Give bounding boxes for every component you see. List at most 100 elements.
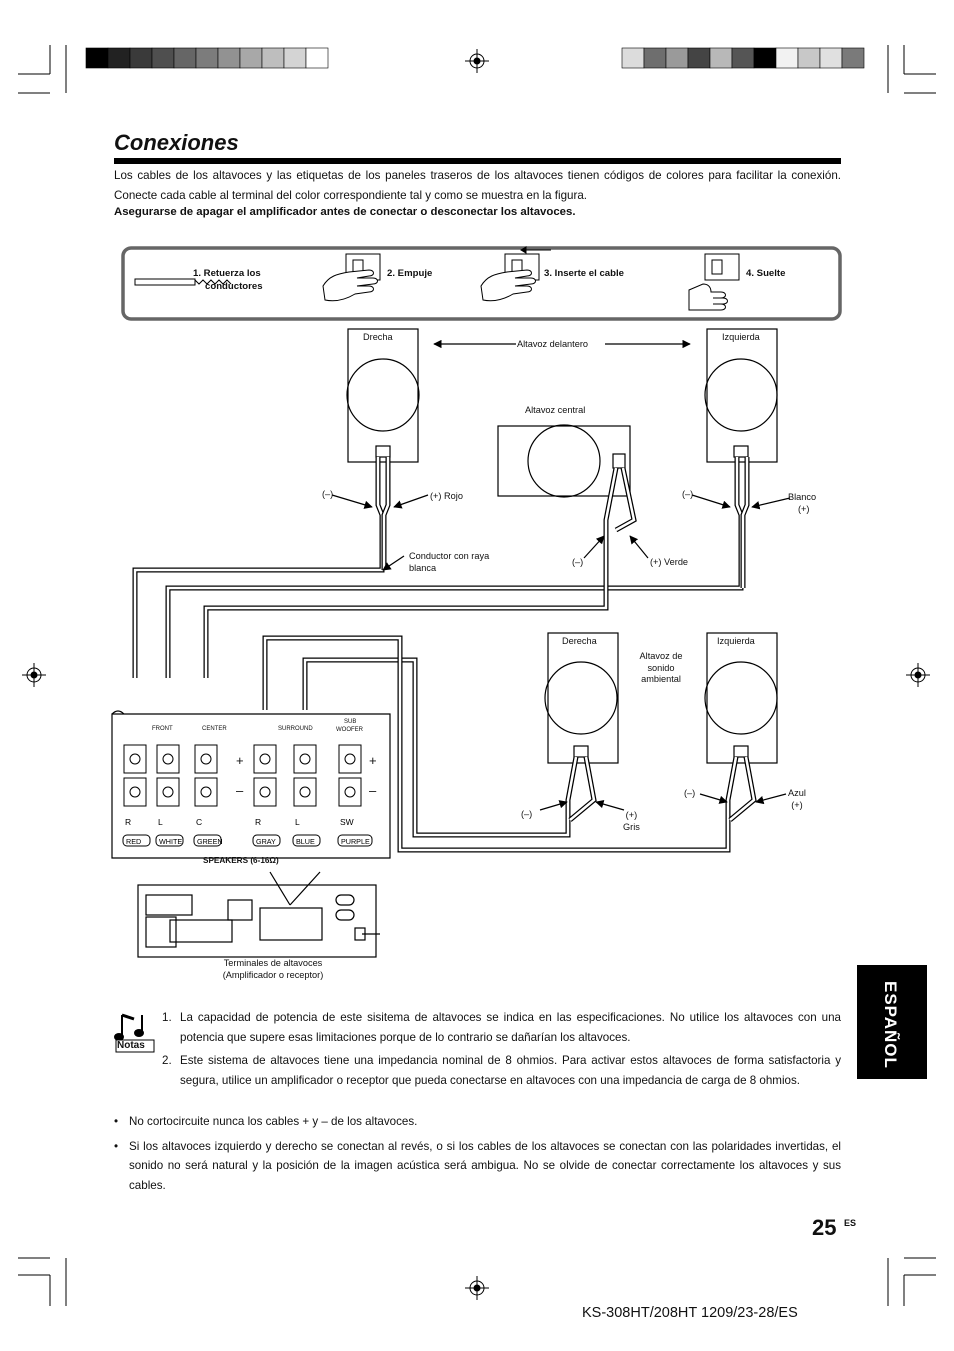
surround-right-label: Derecha: [562, 636, 597, 646]
minus-sign: –: [369, 783, 377, 798]
blue-plus: (+): [791, 799, 803, 810]
color-patch: [775, 47, 799, 69]
color-patch: [731, 47, 755, 69]
color-patch: [841, 47, 865, 69]
receiver-rear-panel: [137, 884, 380, 958]
terminal-channel-letter: L: [295, 817, 300, 827]
color-patch: [665, 47, 689, 69]
page-title: Conexiones: [114, 130, 239, 155]
minus-label-sl: (–): [684, 788, 696, 798]
terminal-color-label: WHITE: [159, 837, 182, 846]
center-speaker: [497, 424, 631, 498]
note-item: 2. Este sistema de altavoces tiene una i…: [114, 1051, 841, 1090]
bullet-mark: •: [114, 1115, 119, 1128]
color-patch: [819, 47, 843, 69]
step-1-line-1: 1. Retuerza los: [193, 268, 261, 279]
color-patch: [797, 47, 821, 69]
plus-red-label: (+) Rojo: [430, 491, 463, 501]
terminal-color-label: GREEN: [197, 837, 223, 846]
speaker-terminal: L BLUE: [292, 744, 321, 847]
color-patch: [217, 47, 241, 69]
registration-mark: [465, 1276, 489, 1300]
color-patch: [687, 47, 711, 69]
bullet-mark: •: [114, 1139, 119, 1153]
surround-left-label: Izquierda: [717, 636, 755, 646]
terminals-line-1: Terminales de altavoces: [223, 958, 323, 968]
speakers-impedance-label: SPEAKERS (6-16Ω): [203, 856, 279, 865]
minus-label-sr: (–): [521, 809, 533, 819]
plus-sign: +: [369, 753, 377, 768]
note-text: Este sistema de altavoces tiene una impe…: [180, 1054, 841, 1087]
front-left-label: Izquierda: [722, 332, 760, 342]
panel-surround-label: SURROUND: [278, 726, 313, 732]
page-language-code: ES: [844, 1218, 857, 1228]
terminal-color-label: GRAY: [256, 837, 276, 846]
color-patch: [753, 47, 777, 69]
note-item: 1. La capacidad de potencia de este sisi…: [114, 1008, 841, 1047]
minus-sign: –: [236, 783, 244, 798]
notes-section: 1. La capacidad de potencia de este sisi…: [114, 1008, 841, 1200]
panel-sub-label: SUB: [344, 719, 356, 725]
white-label: Blanco: [788, 492, 817, 502]
color-patch: [305, 47, 329, 69]
front-left-speaker: [704, 328, 778, 463]
surround-right-speaker: [544, 632, 619, 764]
front-right-label: Drecha: [363, 332, 393, 342]
stripe-label: Conductor con raya blanca: [409, 551, 489, 574]
surround-line-2: sonido: [647, 662, 675, 673]
color-patch: [261, 47, 285, 69]
terminal-color-label: BLUE: [296, 837, 315, 846]
color-patch: [173, 47, 197, 69]
title-rule: [114, 158, 841, 164]
language-tab-label: ESPAÑOL: [881, 981, 900, 1069]
amplifier-speaker-terminal-panel: [111, 710, 391, 859]
footer-model-code: KS-308HT/208HT 1209/23-28/ES: [582, 1305, 798, 1321]
color-patch: [621, 47, 645, 69]
twisted-wire-icon: [134, 278, 232, 286]
color-patch: [239, 47, 263, 69]
bullet-item: • Si los altavoces izquierdo y derecho s…: [114, 1137, 841, 1196]
notes-label: Notas: [117, 1040, 145, 1051]
intro-paragraph: Los cables de los altavoces y las etique…: [114, 169, 841, 202]
color-patch: [283, 47, 307, 69]
terminal-channel-letter: R: [125, 817, 131, 827]
hand-insert-icon: [480, 246, 551, 302]
minus-label-center: (–): [572, 557, 584, 567]
front-right-speaker: [346, 328, 420, 463]
color-patch: [129, 47, 153, 69]
step-2-label: 2. Empuje: [387, 268, 433, 279]
color-patch: [643, 47, 667, 69]
panel-woofer-label: WOOFER: [336, 727, 364, 733]
minus-label-fl: (–): [682, 489, 694, 499]
gray-plus: (+): [625, 810, 638, 820]
gray-text: Gris: [623, 821, 640, 832]
registration-mark: [22, 663, 46, 687]
plus-green-label: (+) Verde: [650, 557, 689, 567]
color-patch: [85, 47, 109, 69]
stripe-line-1: Conductor con raya: [409, 551, 490, 561]
surround-speaker-label: Altavoz de sonido ambiental: [632, 651, 690, 686]
gray-label: (+) Gris: [623, 810, 640, 833]
step-3-label: 3. Inserte el cable: [544, 268, 624, 279]
front-speaker-label: Altavoz delantero: [517, 339, 588, 349]
step-1-line-2: conductores: [205, 280, 263, 292]
bullet-text: No cortocircuite nunca los cables + y – …: [129, 1115, 418, 1128]
bullet-text: Si los altavoces izquierdo y derecho se …: [129, 1139, 841, 1192]
color-patch: [709, 47, 733, 69]
plus-sign: +: [236, 753, 244, 768]
step-box: [121, 246, 842, 321]
blue-label: Azul (+): [788, 788, 806, 811]
registration-mark: [465, 49, 489, 73]
color-patch: [107, 47, 131, 69]
surround-line-3: ambiental: [641, 674, 681, 684]
registration-mark: [906, 663, 930, 687]
terminal-color-label: PURPLE: [341, 837, 370, 846]
center-speaker-label: Altavoz central: [525, 405, 586, 415]
blue-text: Azul: [788, 788, 806, 798]
